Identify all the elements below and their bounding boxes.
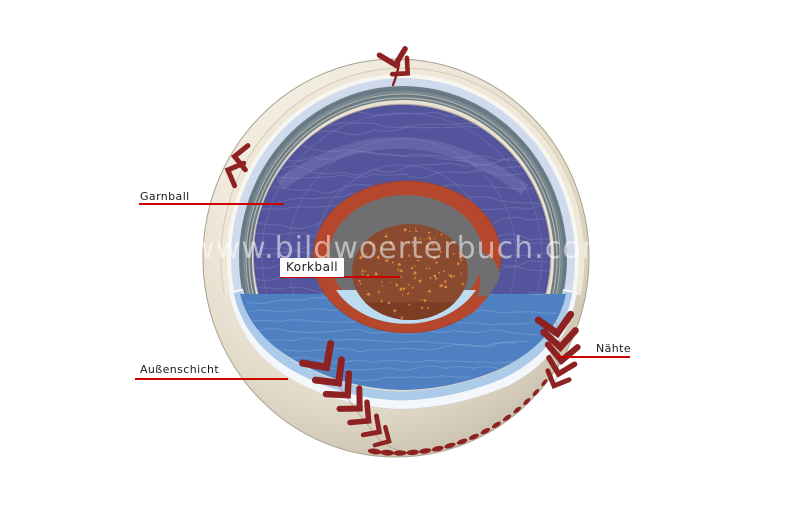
label-aussenschicht: Außenschicht (140, 363, 220, 376)
label-korkball: Korkball (280, 258, 345, 277)
label-garnball: Garnball (140, 190, 190, 203)
cork-speckles (358, 226, 465, 320)
stitches (223, 49, 577, 456)
cross-section-floor (229, 288, 577, 410)
rubber-hook (448, 295, 485, 322)
leader-line-garnball (139, 203, 284, 205)
stitch-bottom-chain (367, 379, 548, 456)
inner-core (312, 180, 502, 334)
watermark-text: www.bildwoerterbuch.com (190, 231, 612, 266)
floor-edge-lightblue-band (233, 290, 573, 401)
leader-line-aussenschicht (135, 378, 288, 380)
label-naehte: Nähte (596, 342, 632, 355)
wool-texture (240, 88, 566, 295)
leader-line-naehte (558, 356, 630, 358)
core-gray-tab (470, 247, 500, 301)
